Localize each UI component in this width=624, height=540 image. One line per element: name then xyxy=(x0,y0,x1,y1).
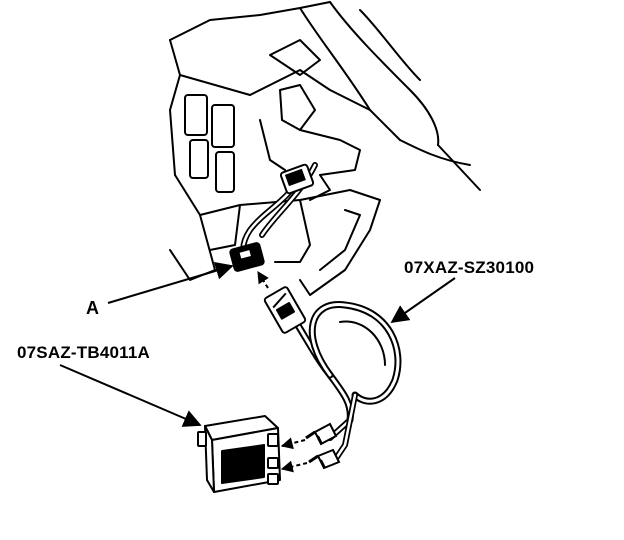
leader-a xyxy=(107,262,234,304)
dashboard-structure xyxy=(169,1,481,296)
callout-connector-a: A xyxy=(86,298,100,318)
adapter-plug xyxy=(263,286,307,334)
test-box xyxy=(197,415,281,493)
leader-box xyxy=(59,364,202,427)
connector-a xyxy=(229,242,265,272)
banana-plug-upper xyxy=(305,422,338,446)
leader-cable xyxy=(390,277,456,324)
callout-test-box: 07SAZ-TB4011A xyxy=(17,343,150,362)
column-connector xyxy=(279,163,315,195)
leader-lines xyxy=(59,262,456,427)
callout-adapter-cable: 07XAZ-SZ30100 xyxy=(404,258,535,277)
adapter-cable xyxy=(292,301,402,463)
connection-arrows xyxy=(257,270,308,473)
banana-plug-lower xyxy=(308,448,341,470)
